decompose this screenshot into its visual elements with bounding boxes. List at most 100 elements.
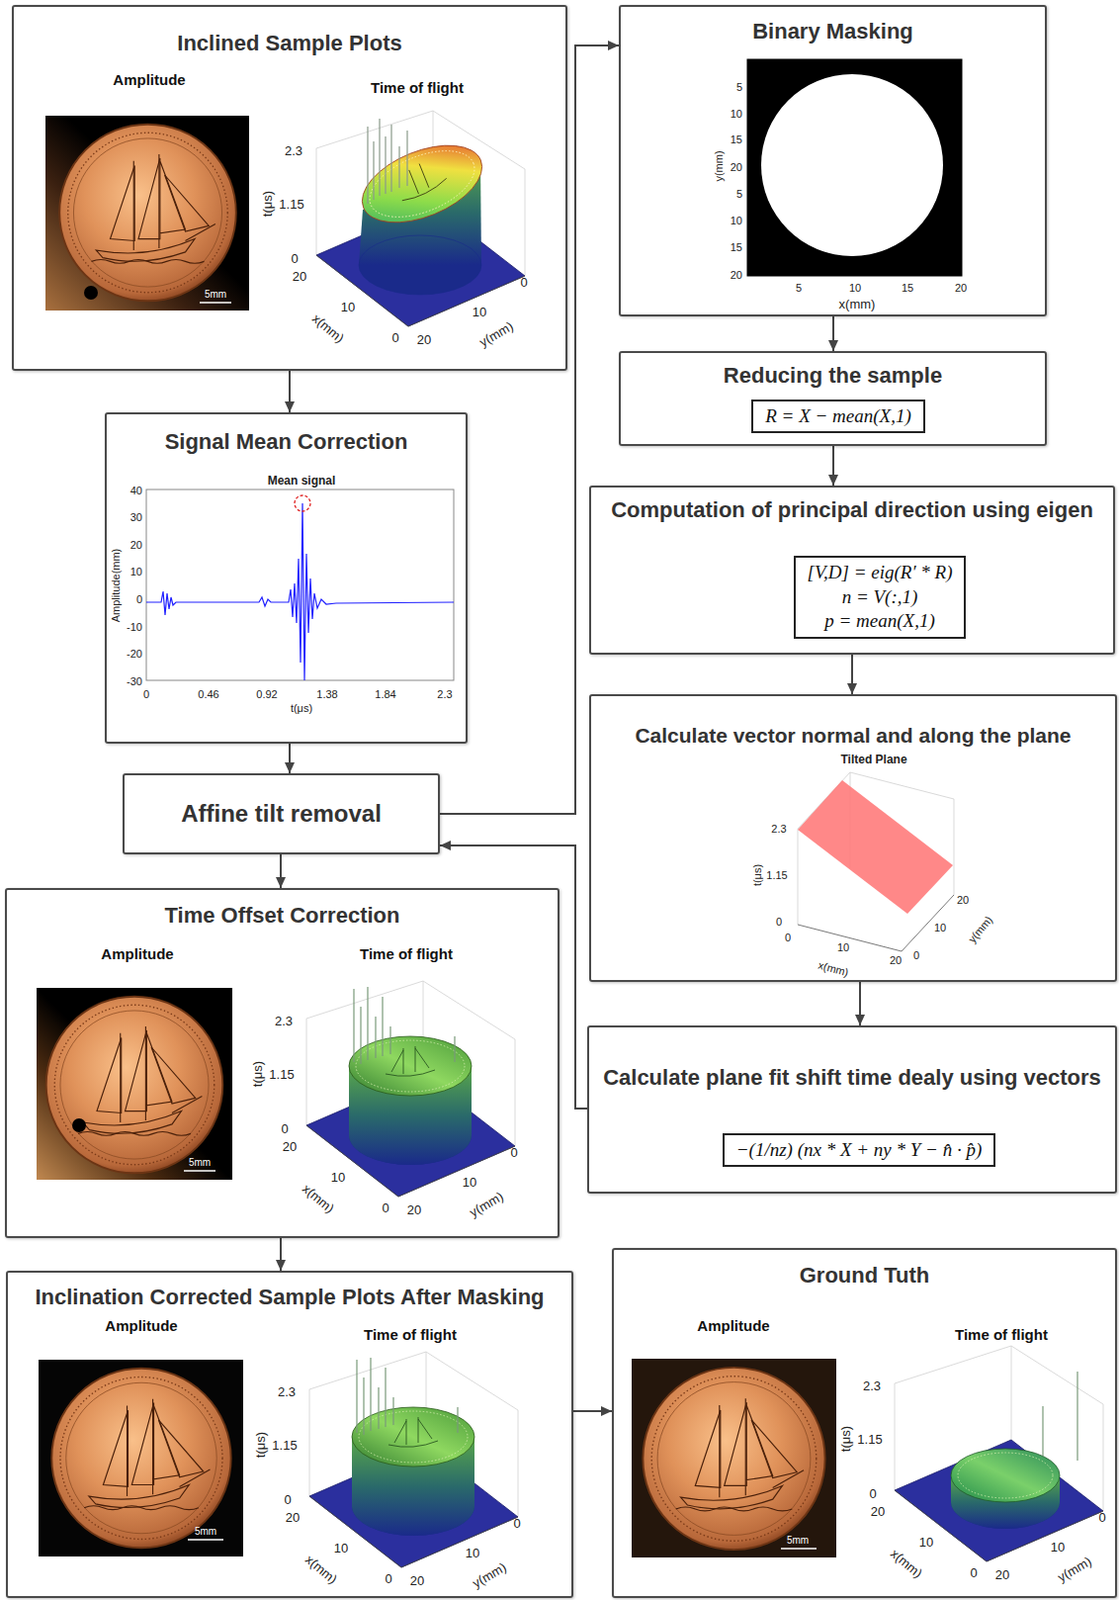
axis-tick: 20 (870, 1504, 885, 1518)
process-box: Ground TuthAmplitudeTime of flight (611, 1247, 1118, 1598)
formula-text: [V,D] = eig(R′ * R) (807, 560, 953, 586)
axis-title: t(μs) (251, 1060, 264, 1087)
image-spot (84, 285, 98, 300)
axis-tick: 0 (384, 1571, 392, 1585)
axis-tick: 0 (510, 1145, 517, 1159)
coin-image (59, 124, 237, 302)
plot-heading: Time of flight (359, 945, 453, 962)
axis-tick: 1.84 (374, 688, 396, 700)
axis-title: t(μs) (752, 863, 764, 886)
box-heading: Signal Mean Correction (106, 428, 466, 456)
axis-tick: 20 (407, 1203, 422, 1216)
axis-tick: 0 (784, 932, 791, 944)
axis-tick: 10 (472, 305, 487, 319)
flow-arrow (439, 840, 588, 1109)
coin-surface (348, 986, 472, 1165)
chart-title: Mean signal (267, 474, 337, 487)
signal-line (146, 503, 454, 681)
axis-tick: 2.3 (274, 1014, 293, 1028)
axis-title: y(mm) (966, 914, 995, 946)
arrowhead (847, 683, 858, 694)
axis-tick: 5 (736, 82, 743, 93)
scale-label: 5mm (188, 1157, 211, 1168)
coin-image (51, 1368, 231, 1548)
axis-tick: 1.15 (268, 1067, 294, 1081)
axis-tick: 2.3 (862, 1378, 881, 1392)
axis-title: x(mm) (839, 297, 876, 311)
axis-title: y(mm) (1055, 1553, 1094, 1584)
process-box: Calculate plane fit shift time dealy usi… (587, 1025, 1118, 1194)
scale-bar (780, 1547, 817, 1550)
process-box: Calculate vector normal and along the pl… (589, 693, 1118, 982)
formula-text: −(1/nz) (nx * X + ny * Y − n̂ · p̂) (736, 1137, 982, 1163)
axis-tick: 1.15 (278, 197, 304, 211)
plot-axes (316, 110, 525, 327)
plot-heading: Time of flight (363, 1325, 457, 1343)
axis-title: x(mm) (817, 959, 851, 979)
box-heading: Ground Tuth (613, 1261, 1116, 1290)
flow-arrow (275, 854, 286, 888)
axis-title: y(mm) (467, 1189, 506, 1219)
plot-grid (797, 772, 954, 925)
arrowhead (601, 1405, 612, 1416)
axis-tick: 0 (290, 252, 298, 265)
scale-label: 5mm (194, 1526, 217, 1537)
coin-image (46, 996, 224, 1174)
axis-tick: 1.38 (316, 688, 338, 700)
axis-tick: 0 (136, 594, 143, 605)
scale-bar (183, 1169, 216, 1172)
amplitude-image (631, 1358, 837, 1557)
axis-tick: 1.15 (766, 869, 787, 881)
box-heading: Binary Masking (620, 17, 1045, 46)
axis-tick: 20 (730, 269, 743, 281)
scale-label: 5mm (204, 289, 227, 300)
axis-tick: 15 (730, 134, 743, 146)
axis-tick: 0 (868, 1486, 876, 1500)
box-heading: Inclined Sample Plots (13, 29, 566, 58)
box-heading: Calculate vector normal and along the pl… (591, 722, 1116, 749)
box-heading: Inclination Corrected Sample Plots After… (7, 1283, 572, 1311)
axis-tick: 10 (837, 942, 850, 953)
chart-frame (146, 489, 454, 681)
scale-label: 5mm (786, 1535, 809, 1546)
axis-tick: 10 (849, 282, 861, 294)
axis-title: t(μs) (839, 1425, 853, 1452)
axis-tick: 10 (934, 922, 947, 934)
plot-heading: Time of flight (954, 1325, 1048, 1343)
axis-title: t(μs) (260, 190, 274, 217)
flow-arrow (275, 1237, 286, 1271)
plot-axes (309, 1351, 518, 1567)
axis-tick: -30 (126, 675, 143, 687)
axis-tick: 0 (391, 331, 399, 345)
axis-title: t(μs) (254, 1431, 267, 1458)
axis-tick: 10 (730, 108, 743, 120)
process-box: Computation of principal direction using… (589, 485, 1116, 655)
axis-tick: 20 (410, 1573, 425, 1587)
plot-heading: Amplitude (696, 1316, 770, 1334)
arrowhead (607, 40, 619, 51)
formula-text: R = X − mean(X,1) (765, 404, 912, 430)
axis-tick: 0 (280, 1121, 288, 1135)
process-box: Binary Masking (618, 4, 1047, 317)
axis-title: y(mm) (713, 150, 725, 181)
axis-tick: 10 (341, 300, 355, 314)
axis-title: x(mm) (300, 1181, 338, 1215)
axis-tick: 40 (130, 484, 143, 496)
axis-tick: 0 (1098, 1510, 1106, 1524)
axis-tick: 15 (901, 282, 914, 294)
axis-title: y(mm) (470, 1559, 509, 1590)
axis-tick: 20 (889, 954, 902, 966)
arrowhead (284, 401, 295, 413)
box-heading: Computation of principal direction using… (591, 496, 1114, 524)
arrowhead (855, 1014, 865, 1026)
plot-heading: Time of flight (370, 79, 464, 96)
plot-axes (894, 1345, 1104, 1561)
box-heading: Reducing the sample (620, 361, 1045, 390)
axis-tick: 20 (285, 1510, 300, 1524)
arrowhead (284, 762, 295, 774)
axis-tick: 10 (1050, 1540, 1065, 1553)
flow-arrow (573, 1405, 612, 1416)
connector-line (439, 845, 588, 1109)
